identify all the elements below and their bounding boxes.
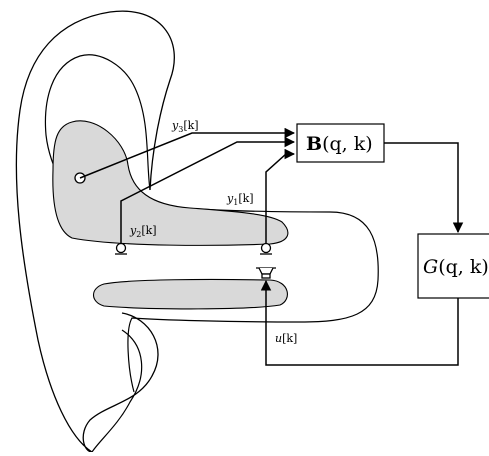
ear-outline: [15, 10, 175, 453]
label-y3: y3[k]: [171, 119, 199, 134]
label-u: u[k]: [275, 332, 297, 345]
y3-signal-line: [79, 127, 296, 179]
svg-text:G(q, k): G(q, k): [423, 256, 489, 278]
loudspeaker: [256, 267, 276, 279]
plant-symbol: G: [423, 256, 438, 278]
y1-signal-line: [265, 148, 296, 243]
concha-region: [52, 120, 289, 246]
label-y2: y2[k]: [129, 224, 157, 239]
y2-signal-line: [120, 136, 296, 243]
plant-args: (q, k): [438, 256, 489, 278]
beamformer-args: (q, k): [322, 133, 373, 155]
ear-helix-back: [91, 329, 143, 453]
ear-canal-wall: [127, 199, 379, 393]
microphone-1: [260, 242, 272, 255]
svg-text:B(q, k): B(q, k): [306, 133, 373, 155]
microphone-2: [115, 242, 127, 255]
g-to-speaker-line: [260, 279, 459, 366]
beamformer-symbol: B: [306, 133, 322, 155]
b-to-g-line: [384, 142, 464, 234]
beamformer-block: B(q, k): [296, 123, 385, 163]
ear-canal-region: [92, 278, 288, 310]
plant-block: G(q, k): [417, 233, 489, 299]
label-y1: y1[k]: [226, 192, 254, 207]
